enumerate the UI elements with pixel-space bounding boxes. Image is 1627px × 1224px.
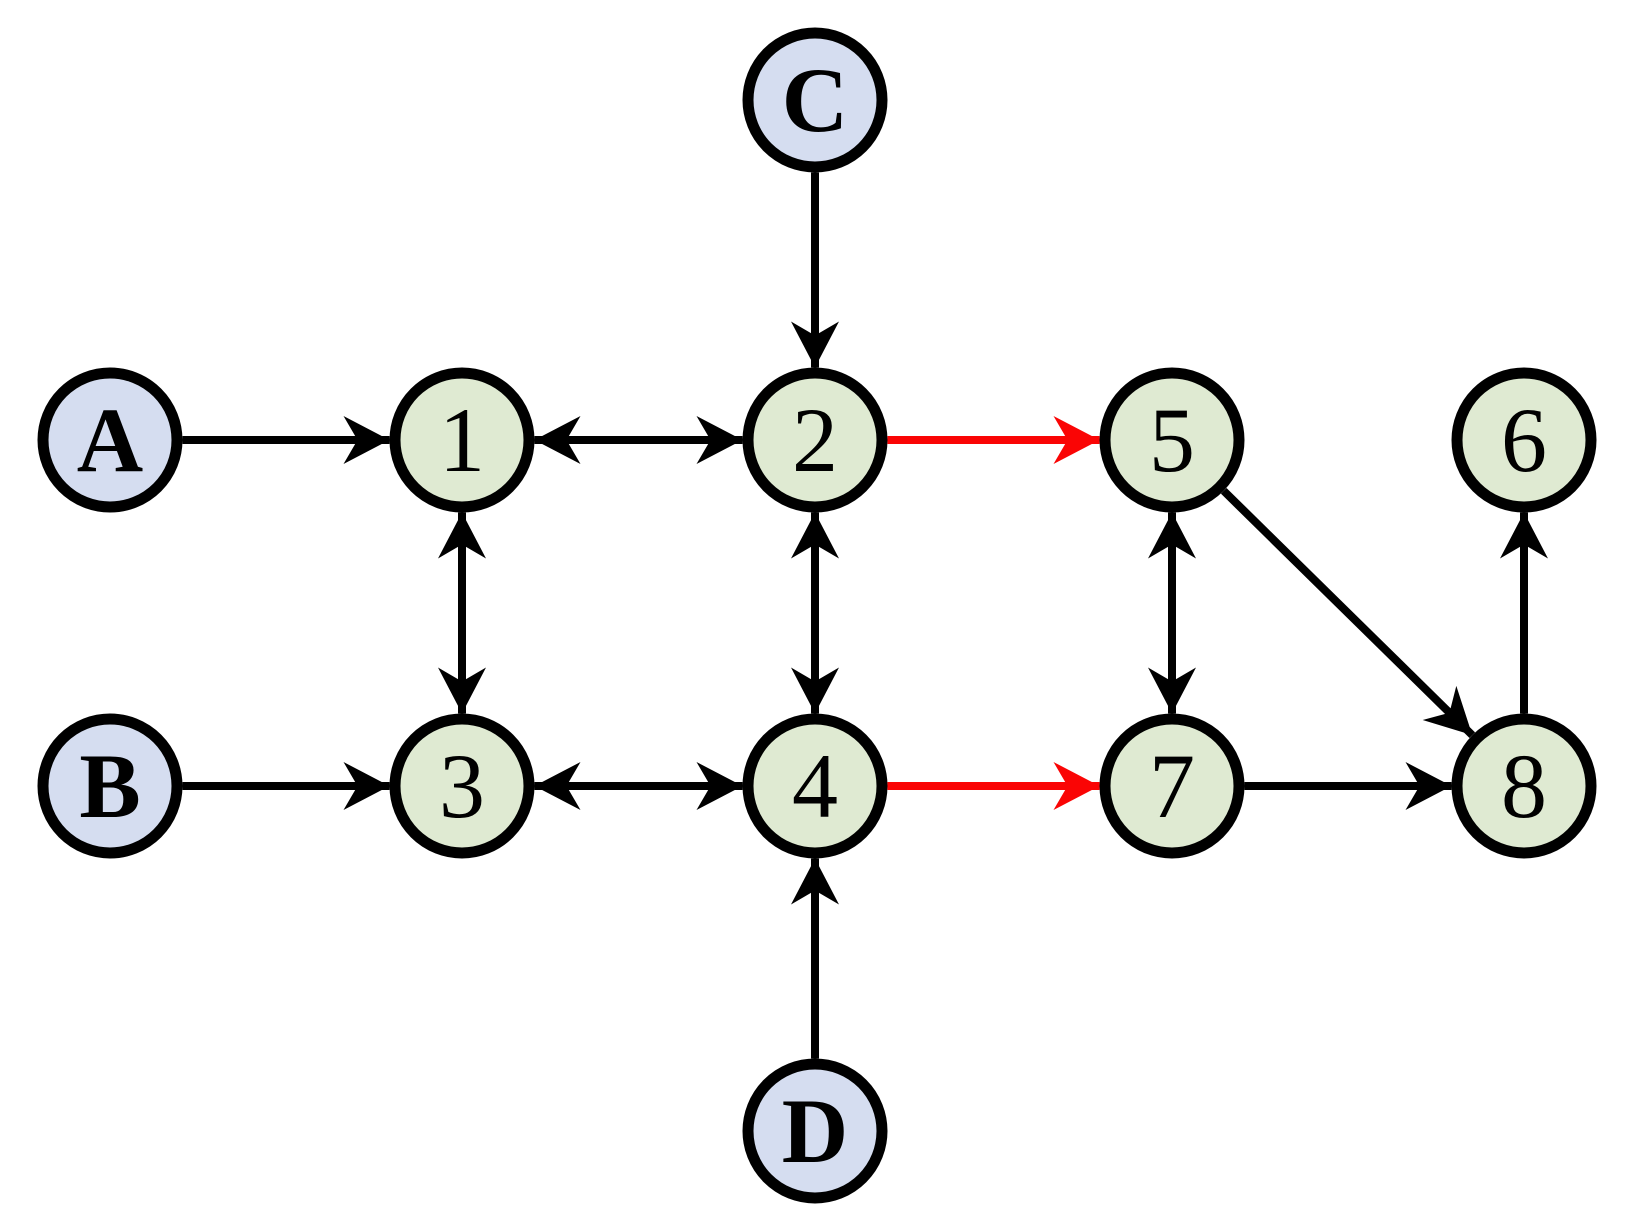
edge-7-8 — [1244, 762, 1452, 810]
arrowhead-icon — [343, 416, 390, 464]
node-7: 7 — [1099, 713, 1245, 859]
edge-B-3 — [182, 762, 390, 810]
node-C: C — [742, 27, 888, 173]
arrowhead-icon — [1053, 762, 1100, 810]
node-8-circle — [1451, 713, 1597, 859]
arrowhead-icon — [1148, 667, 1196, 714]
arrowhead-icon — [534, 416, 581, 464]
node-3-label: 3 — [439, 735, 485, 837]
node-D-label: D — [782, 1080, 848, 1182]
edge-4-7 — [887, 762, 1100, 810]
node-8: 8 — [1451, 713, 1597, 859]
node-D: D — [742, 1058, 888, 1204]
edge-2-4 — [791, 512, 839, 714]
node-6: 6 — [1451, 367, 1597, 513]
node-4-label: 4 — [792, 735, 838, 837]
node-1: 1 — [389, 367, 535, 513]
node-B: B — [37, 713, 183, 859]
arrowhead-icon — [1500, 512, 1548, 559]
arrowhead-icon — [791, 512, 839, 559]
node-5: 5 — [1099, 367, 1245, 513]
arrowhead-icon — [791, 858, 839, 905]
node-1-label: 1 — [439, 389, 485, 491]
arrowhead-icon — [1053, 416, 1100, 464]
node-7-label: 7 — [1149, 735, 1195, 837]
node-2-label: 2 — [792, 389, 838, 491]
edge-2-5 — [887, 416, 1100, 464]
arrowhead-icon — [438, 512, 486, 559]
node-A-label: A — [77, 389, 143, 491]
edge-D-4 — [791, 858, 839, 1059]
node-6-label: 6 — [1501, 389, 1547, 491]
edge-line — [1220, 487, 1476, 739]
node-C-label: C — [782, 49, 848, 151]
node-2-circle — [742, 367, 888, 513]
node-6-circle — [1451, 367, 1597, 513]
edge-5-7 — [1148, 512, 1196, 714]
node-A-circle — [37, 367, 183, 513]
node-B-circle — [37, 713, 183, 859]
arrowhead-icon — [1405, 762, 1452, 810]
node-5-label: 5 — [1149, 389, 1195, 491]
node-1-circle — [389, 367, 535, 513]
edge-A-1 — [182, 416, 390, 464]
arrowhead-icon — [791, 667, 839, 714]
node-5-circle — [1099, 367, 1245, 513]
node-4: 4 — [742, 713, 888, 859]
node-4-circle — [742, 713, 888, 859]
arrowhead-icon — [791, 321, 839, 368]
edge-1-3 — [438, 512, 486, 714]
edge-3-4 — [534, 762, 743, 810]
node-A: A — [37, 367, 183, 513]
edge-1-2 — [534, 416, 743, 464]
arrowhead-icon — [1148, 512, 1196, 559]
arrowhead-icon — [343, 762, 390, 810]
node-8-label: 8 — [1501, 735, 1547, 837]
node-D-circle — [742, 1058, 888, 1204]
arrowhead-icon — [696, 762, 743, 810]
arrowhead-icon — [438, 667, 486, 714]
edge-5-8 — [1220, 487, 1476, 739]
edge-8-6 — [1500, 512, 1548, 714]
node-3-circle — [389, 713, 535, 859]
node-3: 3 — [389, 713, 535, 859]
node-B-label: B — [79, 735, 140, 837]
node-7-circle — [1099, 713, 1245, 859]
arrowhead-icon — [696, 416, 743, 464]
node-C-circle — [742, 27, 888, 173]
edge-C-2 — [791, 172, 839, 368]
node-2: 2 — [742, 367, 888, 513]
arrowhead-icon — [1422, 685, 1473, 736]
arrowhead-icon — [534, 762, 581, 810]
